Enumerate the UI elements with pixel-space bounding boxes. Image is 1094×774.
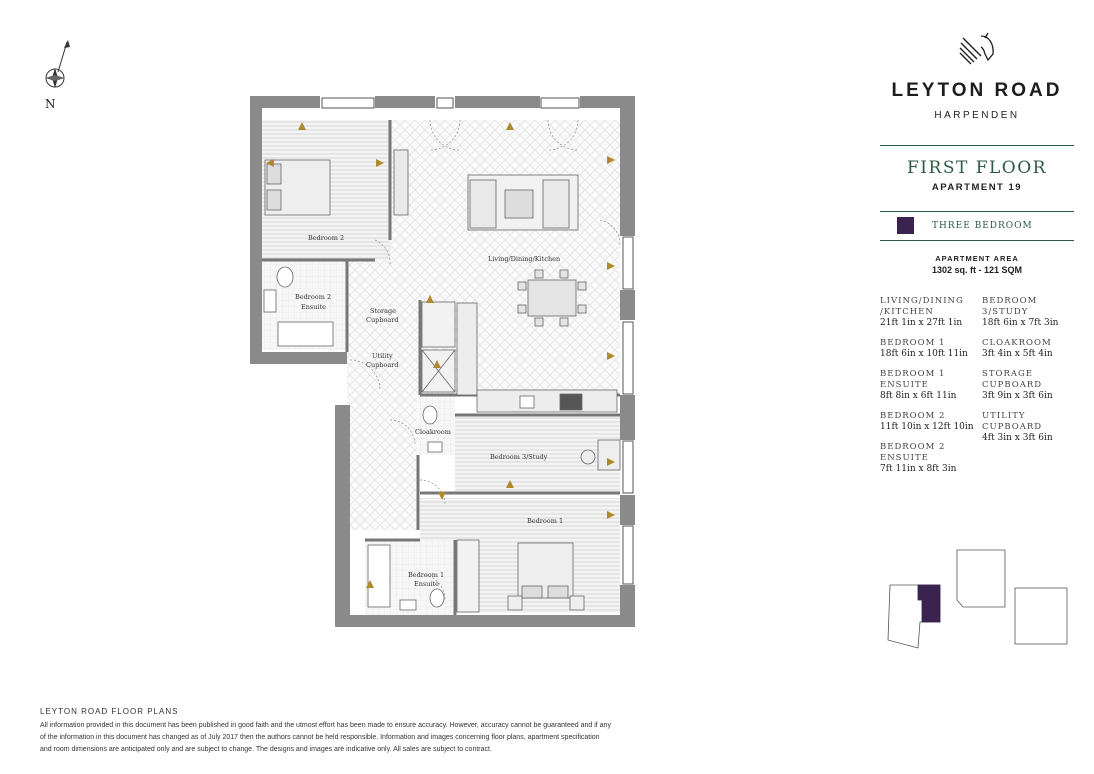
footer-title: LEYTON ROAD FLOOR PLANS [40,707,179,716]
area-value: 1302 sq. ft - 121 SQM [931,265,1023,275]
room-dimension: 18ft 6in x 10ft 11in [880,349,968,359]
bedroom1-ensuite-fixtures [367,544,445,611]
room-item: BEDROOM 1 18ft 6in x 10ft 11in [880,338,980,360]
room-name: CUPBOARD [982,422,1043,432]
room-list-left: LIVING/DINING /KITCHEN 21ft 1in x 27ft 1… [880,296,980,484]
room-item: BEDROOM 2 11ft 10in x 12ft 10in [880,411,980,433]
room-name: /KITCHEN [880,307,934,317]
study-desk [580,439,621,471]
apartment-number: APARTMENT 19 [931,182,1023,193]
room-item: BEDROOM 2 ENSUITE 7ft 11in x 8ft 3in [880,442,980,475]
room-list-right: BEDROOM 3/STUDY 18ft 6in x 7ft 3in CLOAK… [982,296,1082,453]
bedroom1-bed [507,542,585,611]
room-dimension: 21ft 1in x 27ft 1in [880,318,963,328]
kitchen-counter [456,302,618,413]
room-name: UTILITY [982,411,1026,421]
label-bedroom1-ensuite-2: Ensuite [414,580,439,588]
label-cloakroom: Cloakroom [415,428,451,436]
room-name: BEDROOM 2 [880,442,946,452]
brand-name: LEYTON ROAD [891,80,1063,101]
room-name: BEDROOM 1 [880,369,946,379]
hall-floor [347,260,417,530]
room-name: ENSUITE [880,453,929,463]
label-bedroom2-ensuite-2: Ensuite [301,303,326,311]
bedroom2-bed [264,159,331,216]
room-name: LIVING/DINING [880,296,964,306]
room-name: CUPBOARD [982,380,1043,390]
divider [880,211,1074,212]
label-utility-2: Cupboard [366,361,399,369]
divider [880,145,1074,146]
room-name: STORAGE [982,369,1033,379]
compass-icon [45,40,70,88]
room-name: CLOAKROOM [982,338,1052,348]
door-swings [349,119,621,601]
label-utility-1: Utility [372,352,393,360]
disclaimer-line: of the information in this document has … [40,734,600,741]
bedroom2-ensuite-fixtures [263,266,334,347]
cupboards [421,301,456,393]
label-storage-2: Cupboard [366,316,399,324]
room-name: BEDROOM 1 [880,338,946,348]
disclaimer-line: and room dimensions are anticipated only… [40,746,492,753]
cloakroom-wc [422,405,443,453]
room-item: BEDROOM 1 ENSUITE 8ft 8in x 6ft 11in [880,369,980,402]
divider [880,240,1074,241]
horse-logo-icon [959,32,994,65]
sofa-set [467,174,579,231]
living-floor [390,120,620,395]
tv-unit [393,149,409,216]
dining-table [517,269,587,327]
room-dimension: 7ft 11in x 8ft 3in [880,464,957,474]
room-dimension: 8ft 8in x 6ft 11in [880,391,957,401]
room-name: BEDROOM 3/STUDY [982,296,1038,317]
brand-location: HARPENDEN [934,110,1020,121]
site-plan-thumbnail [887,549,1068,649]
label-bedroom3: Bedroom 3/Study [490,453,548,461]
windows [321,97,634,585]
room-item: CLOAKROOM 3ft 4in x 5ft 4in [982,338,1082,360]
room-name: BEDROOM 2 [880,411,946,421]
disclaimer-line: All information provided in this documen… [40,722,611,729]
floor-title: FIRST FLOOR [907,158,1047,178]
label-bedroom2: Bedroom 2 [308,234,344,242]
room-item: STORAGE CUPBOARD 3ft 9in x 3ft 6in [982,369,1082,402]
room-item: UTILITY CUPBOARD 4ft 3in x 3ft 6in [982,411,1082,444]
room-item: BEDROOM 3/STUDY 18ft 6in x 7ft 3in [982,296,1082,329]
view-arrows [266,122,615,588]
area-label: APARTMENT AREA [935,254,1019,263]
room-dimension: 4ft 3in x 3ft 6in [982,433,1053,443]
room-name: ENSUITE [880,380,929,390]
room-dimension: 18ft 6in x 7ft 3in [982,318,1059,328]
exterior-walls [250,96,635,627]
label-bedroom1-ensuite-1: Bedroom 1 [408,571,444,579]
unit-type-swatch [897,217,914,234]
footer-disclaimer: All information provided in this documen… [40,720,680,756]
room-dimension: 3ft 4in x 5ft 4in [982,349,1053,359]
north-label: N [45,97,56,111]
room-dimension: 11ft 10in x 12ft 10in [880,422,974,432]
wardrobe [456,539,480,613]
label-storage-1: Storage [370,307,396,315]
label-bedroom1: Bedroom 1 [527,517,563,525]
label-bedroom2-ensuite-1: Bedroom 2 [295,293,331,301]
room-item: LIVING/DINING /KITCHEN 21ft 1in x 27ft 1… [880,296,980,329]
unit-type-label: THREE BEDROOM [932,221,1033,231]
room-dimension: 3ft 9in x 3ft 6in [982,391,1053,401]
label-living: Living/Dining/Kitchen [488,255,560,263]
